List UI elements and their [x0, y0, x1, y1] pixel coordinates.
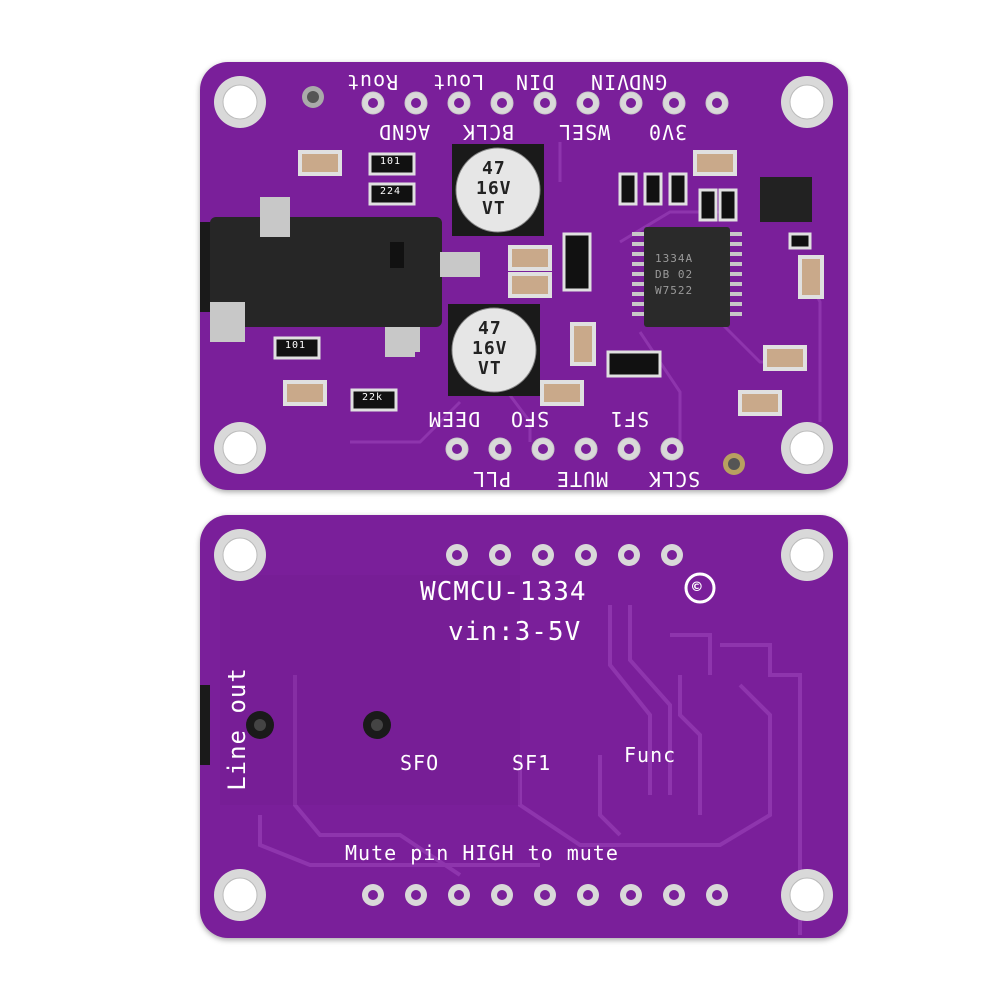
bottom-board-artwork: [200, 529, 833, 935]
sfo-label: SFO: [400, 751, 440, 775]
chip-text-3: W7522: [655, 284, 694, 297]
bottom-board-top-pads: [446, 544, 683, 566]
cap2-value: 47: [478, 318, 502, 339]
label-sclk: SCLK: [648, 467, 701, 490]
label-agnd: AGND: [378, 120, 431, 144]
voltage-label: vin:3-5V: [448, 617, 582, 647]
cap1-code: VT: [482, 198, 506, 219]
resistor-22k-text: 22k: [362, 392, 384, 403]
capacitor-2: [448, 304, 540, 396]
cap2-voltage: 16V: [472, 338, 508, 359]
bottom-pcb-board: WCMCU-1334 © vin:3-5V Line out SFO SF1 F…: [200, 515, 848, 938]
audio-jack-bottom: [200, 685, 210, 765]
label-sf1: SF1: [610, 407, 650, 431]
cap1-value: 47: [482, 158, 506, 179]
label-vin: VIN: [590, 70, 630, 94]
chip-text-2: DB 02: [655, 268, 694, 281]
bottom-header-pads: [445, 437, 684, 461]
jack-pad: [390, 327, 420, 352]
resistor-224-text: 224: [380, 186, 402, 197]
label-mute: MUTE: [556, 467, 609, 490]
label-wsel: WSEL: [558, 120, 611, 144]
label-deem: DEEM: [428, 407, 481, 431]
label-bclk: BCLK: [462, 120, 515, 144]
cap1-voltage: 16V: [476, 178, 512, 199]
label-din: DIN: [515, 70, 555, 94]
audio-jack-top: [200, 197, 480, 357]
smd-resistors: [273, 152, 812, 412]
sf1-label: SF1: [512, 751, 552, 775]
resistor-101b-text: 101: [285, 340, 307, 351]
label-3v0: 3V0: [648, 120, 688, 144]
line-out-label: Line out: [223, 667, 251, 791]
mounting-holes: [214, 76, 833, 475]
model-label: WCMCU-1334: [420, 577, 587, 607]
regulator-chip: [760, 177, 812, 222]
mute-note-label: Mute pin HIGH to mute: [345, 841, 619, 865]
label-rout: Rout: [346, 70, 399, 94]
top-pcb-board: VIN GND DIN Lout Rout 3V0 WSEL BCLK AGND…: [200, 62, 848, 490]
label-sfo: SFO: [510, 407, 550, 431]
smd-components: [283, 150, 824, 416]
label-pll: PLL: [472, 467, 512, 490]
chip-text-1: 1334A: [655, 252, 694, 265]
resistor-101-text: 101: [380, 156, 402, 167]
capacitor-1: [452, 144, 544, 236]
func-label: Func: [624, 743, 677, 767]
cap2-code: VT: [478, 358, 502, 379]
mounting-holes-bottom: [214, 529, 833, 921]
dac-chip: [632, 227, 742, 327]
label-lout: Lout: [432, 70, 485, 94]
copyright-icon: ©: [692, 577, 703, 596]
label-gnd: GND: [628, 70, 668, 94]
top-board-artwork: [200, 76, 833, 475]
